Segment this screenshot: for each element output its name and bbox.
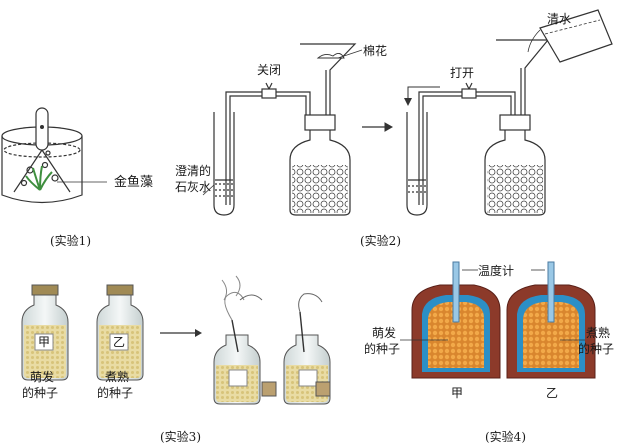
caption-experiment-2: (实验2) [360,234,401,248]
label-open: 打开 [450,66,475,80]
label-exp4-boiled-line1: 煮熟 [586,326,611,340]
label-exp4-boiled-line2: 的种子 [578,342,615,356]
label-boiled-line2: 的种子 [97,386,134,400]
label-thermometer: 温度计 [478,264,515,278]
label-cotton: 棉花 [363,44,388,58]
label-exp4-germinating-line1: 萌发 [372,326,397,340]
experiment-3-bottles [21,275,331,405]
caption-experiment-1: (实验1) [50,234,91,248]
experiment-2-closed-setup [202,43,363,216]
experiment-2-open-setup [404,9,613,216]
experiment-1-beaker [1,107,107,204]
label-bottle-jia: 甲 [38,335,51,349]
experiment-4-flasks [400,261,596,379]
caption-experiment-4: (实验4) [485,430,526,444]
caption-experiment-3: (实验3) [160,430,201,444]
arrow-exp2 [362,122,394,132]
label-bottle-yi: 乙 [113,335,126,349]
label-clear-limewater-line1: 澄清的 [175,164,212,178]
label-boiled-line1: 煮熟 [105,370,130,384]
label-goldfish-weed: 金鱼藻 [114,175,154,190]
label-clear-limewater-line2: 石灰水 [175,180,212,194]
label-clean-water: 清水 [547,12,572,26]
label-germinating-line1: 萌发 [30,370,55,384]
label-flask-yi: 乙 [546,386,559,400]
label-closed: 关闭 [257,63,282,77]
label-flask-jia: 甲 [451,386,464,400]
label-exp4-germinating-line2: 的种子 [364,342,401,356]
label-germinating-line2: 的种子 [22,386,59,400]
